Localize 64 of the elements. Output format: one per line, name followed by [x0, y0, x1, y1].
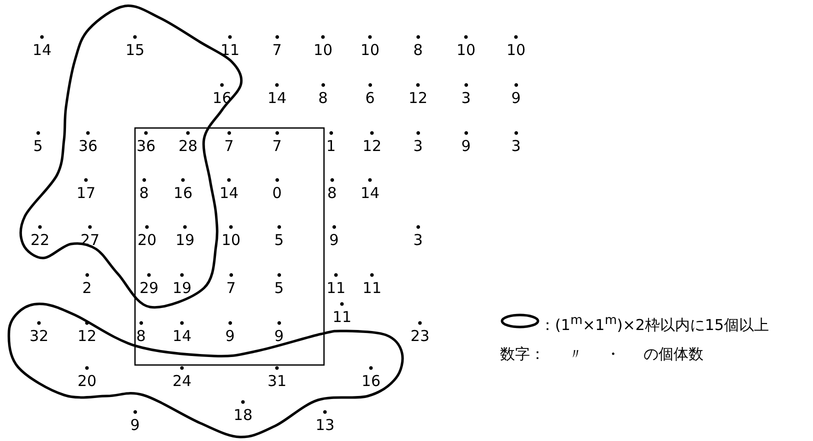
count-number: 3	[511, 131, 521, 154]
count-number: 12	[77, 321, 97, 344]
count-number: 8	[413, 35, 423, 58]
count-number: 10	[221, 225, 241, 248]
legend-text: ：(1$^{m}$×1$^{m}$)×2枠以内に15個以上	[540, 312, 769, 335]
legend-note: 数字： 〃 ・ の個体数	[500, 345, 704, 364]
count-number: 19	[172, 273, 192, 296]
count-number: 7	[272, 35, 282, 58]
count-number: 20	[137, 225, 157, 248]
count-number: 8	[327, 178, 337, 201]
count-number: 5	[274, 273, 284, 296]
count-number: 1	[326, 131, 336, 154]
count-number: 36	[136, 131, 156, 154]
count-number: 9	[225, 321, 235, 344]
count-number: 9	[274, 321, 284, 344]
count-number: 3	[413, 225, 423, 248]
count-number: 11	[332, 302, 352, 325]
count-number: 9	[130, 410, 140, 433]
count-number: 3	[461, 83, 471, 106]
count-number: 12	[408, 83, 428, 106]
count-number: 10	[313, 35, 333, 58]
count-number: 10	[360, 35, 380, 58]
count-number: 10	[506, 35, 526, 58]
count-number: 6	[365, 83, 375, 106]
count-number: 17	[76, 178, 96, 201]
count-number: 20	[77, 366, 97, 389]
count-number: 5	[274, 225, 284, 248]
count-number: 9	[329, 225, 339, 248]
count-number: 8	[139, 178, 149, 201]
count-number: 32	[29, 321, 49, 344]
count-number: 22	[30, 225, 50, 248]
count-number: 16	[361, 366, 381, 389]
count-number: 0	[272, 178, 282, 201]
count-number: 5	[33, 131, 43, 154]
count-number: 31	[267, 366, 287, 389]
count-number: 28	[178, 131, 198, 154]
count-number: 7	[224, 131, 234, 154]
count-number: 23	[410, 321, 430, 344]
count-number: 14	[172, 321, 192, 344]
count-number: 3	[413, 131, 423, 154]
count-number: 12	[362, 131, 382, 154]
count-number: 11	[362, 273, 382, 296]
count-number: 7	[272, 131, 282, 154]
count-number: 2	[82, 273, 92, 296]
count-number: 19	[175, 225, 195, 248]
count-number: 11	[220, 35, 240, 58]
count-number: 29	[139, 273, 159, 296]
count-number: 8	[136, 321, 146, 344]
count-number: 14	[32, 35, 52, 58]
count-number: 14	[219, 178, 239, 201]
count-number: 24	[172, 366, 192, 389]
count-number: 13	[315, 410, 335, 433]
count-number: 8	[318, 83, 328, 106]
count-number: 7	[226, 273, 236, 296]
count-number: 18	[233, 400, 253, 423]
count-number: 16	[173, 178, 193, 201]
count-number: 9	[511, 83, 521, 106]
count-number: 15	[125, 35, 145, 58]
count-number: 10	[456, 35, 476, 58]
count-number: 36	[78, 131, 98, 154]
count-number: 14	[267, 83, 287, 106]
count-number: 9	[461, 131, 471, 154]
count-number: 11	[326, 273, 346, 296]
count-number: 14	[360, 178, 380, 201]
